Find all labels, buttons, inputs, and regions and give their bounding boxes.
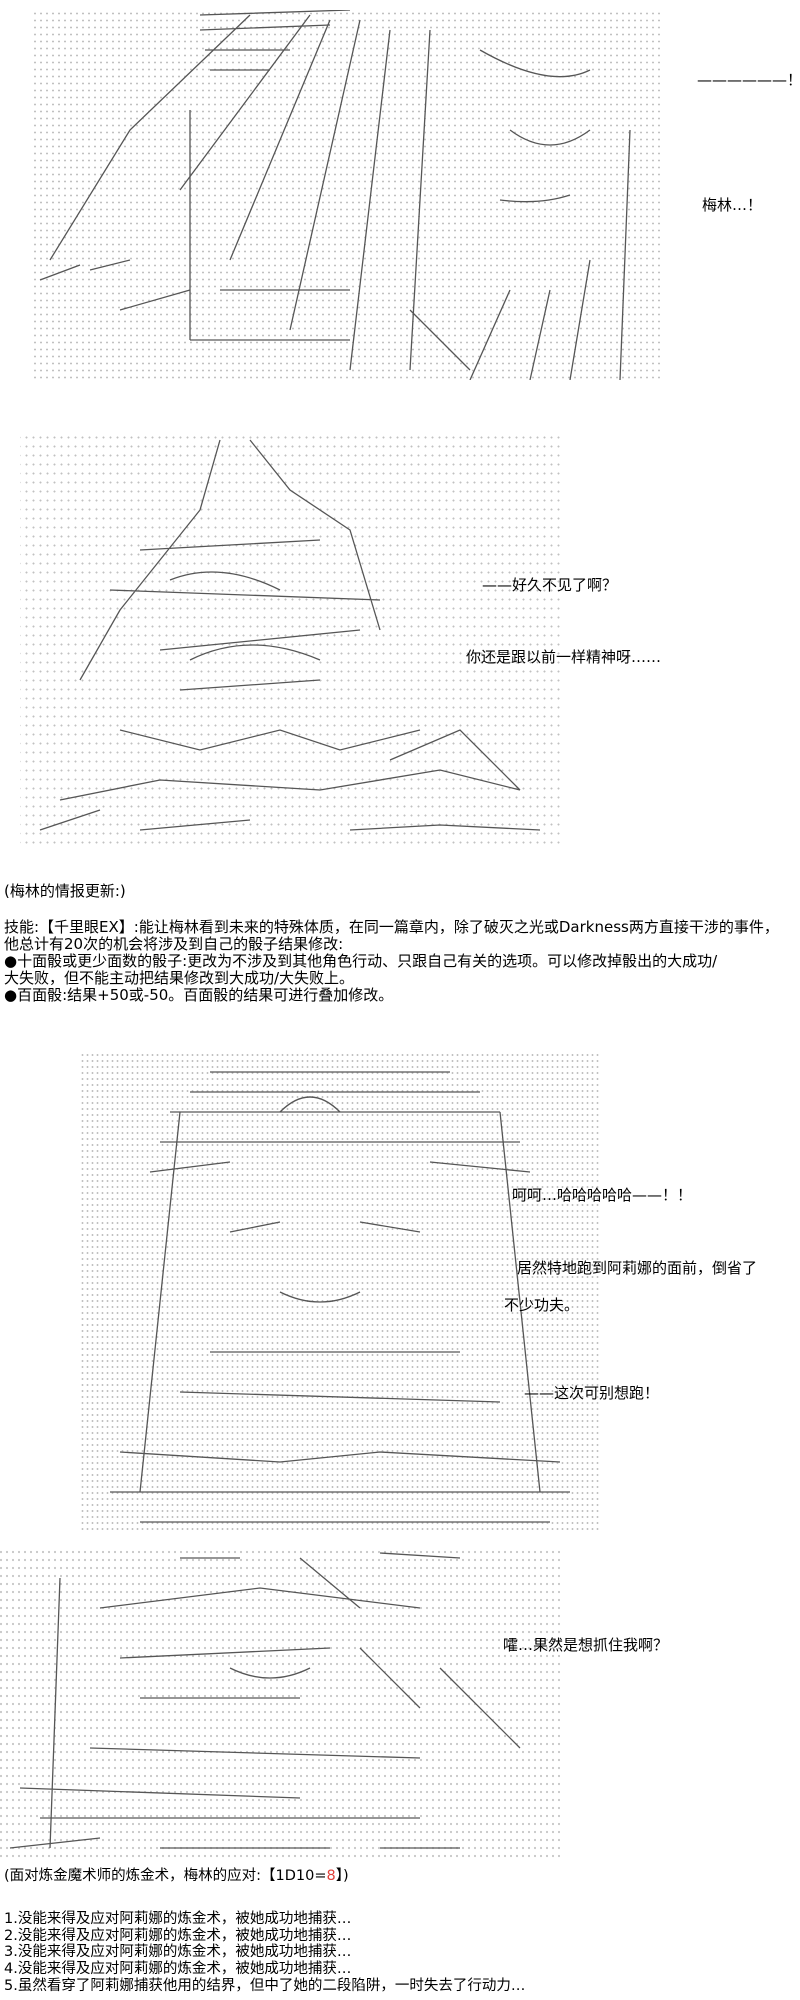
- ascii-art-scene1: [30, 10, 660, 380]
- dialogue-came-to-alina: 居然特地跑到阿莉娜的面前，倒省了: [517, 1259, 758, 1277]
- dialogue-merlin-name: 梅林…！: [702, 196, 763, 214]
- roll-option: 3.没能来得及应对阿莉娜的炼金术，被她成功地捕获…: [4, 1944, 352, 1961]
- info-line: 技能:【千里眼EX】:能让梅林看到未来的特殊体质，在同一篇章内，除了破灭之光或D…: [4, 918, 779, 936]
- roll-block: (面对炼金魔术师的炼金术，梅林的应对:【1D10=8】) 1.没能来得及应对阿莉…: [4, 1868, 525, 1995]
- dialogue-laugh: 呵呵…哈哈哈哈哈——！！: [512, 1186, 693, 1204]
- dialogue-want-catch: 嚯…果然是想抓住我啊？: [503, 1636, 669, 1654]
- roll-option: 4.没能来得及应对阿莉娜的炼金术，被她成功地捕获…: [4, 1961, 352, 1978]
- roll-option: 1.没能来得及应对阿莉娜的炼金术，被她成功地捕获…: [4, 1910, 352, 1927]
- info-line: 大失败，但不能主动把结果修改到大成功/大失败上。: [4, 969, 355, 987]
- ascii-art-scene4: [0, 1548, 560, 1860]
- roll-option: 5.虽然看穿了阿莉娜捕获他用的结界，但中了她的二段陷阱，一时失去了行动力…: [4, 1977, 526, 1994]
- ascii-art-scene3: [80, 1052, 600, 1532]
- dialogue-dont-run: ——这次可别想跑！: [524, 1384, 660, 1402]
- roll-result: 8: [326, 1868, 336, 1884]
- info-line: ●十面骰或更少面数的骰子:更改为不涉及到其他角色行动、只跟自己有关的选项。可以修…: [4, 952, 718, 970]
- dialogue-energetic: 你还是跟以前一样精神呀……: [466, 648, 662, 666]
- info-block: (梅林的情报更新:) 技能:【千里眼EX】:能让梅林看到未来的特殊体质，在同一篇…: [4, 883, 779, 1004]
- dialogue-saved-effort: 不少功夫。: [504, 1296, 580, 1314]
- info-line: ●百面骰:结果+50或-50。百面骰的结果可进行叠加修改。: [4, 986, 394, 1004]
- dialogue-long-time: ——好久不见了啊？: [482, 576, 618, 594]
- dialogue-shout: ——————！: [697, 71, 800, 89]
- info-line: 他总计有20次的机会将涉及到自己的骰子结果修改:: [4, 935, 344, 953]
- info-header: (梅林的情报更新:): [4, 882, 126, 900]
- roll-option: 2.没能来得及应对阿莉娜的炼金术，被她成功地捕获…: [4, 1927, 352, 1944]
- roll-header: (面对炼金魔术师的炼金术，梅林的应对:【1D10=8】): [4, 1868, 349, 1884]
- ascii-art-scene2: [20, 430, 560, 850]
